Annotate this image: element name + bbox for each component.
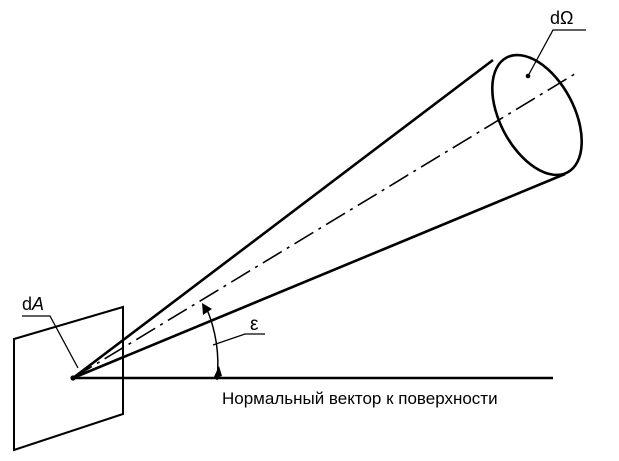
epsilon-leader [212, 333, 265, 346]
angle-label: ε [250, 314, 259, 335]
normal-vector-label: Нормальный вектор к поверхности [222, 389, 498, 408]
solid-angle-label: dΩ [550, 8, 573, 28]
cone-edge-upper [72, 58, 494, 380]
cone-edge-lower [72, 172, 566, 380]
dOmega-leader [527, 29, 586, 77]
dA-leader [22, 315, 79, 369]
cone-axis [72, 71, 579, 379]
angle-arrowhead-bottom [213, 366, 222, 379]
origin-point [70, 375, 76, 381]
cone-base-ellipse [490, 53, 584, 177]
dOmega-leader-dot [525, 73, 531, 79]
angle-arrowhead-top [202, 303, 212, 315]
area-label: dA [22, 294, 44, 314]
surface-element-dA [13, 305, 124, 452]
